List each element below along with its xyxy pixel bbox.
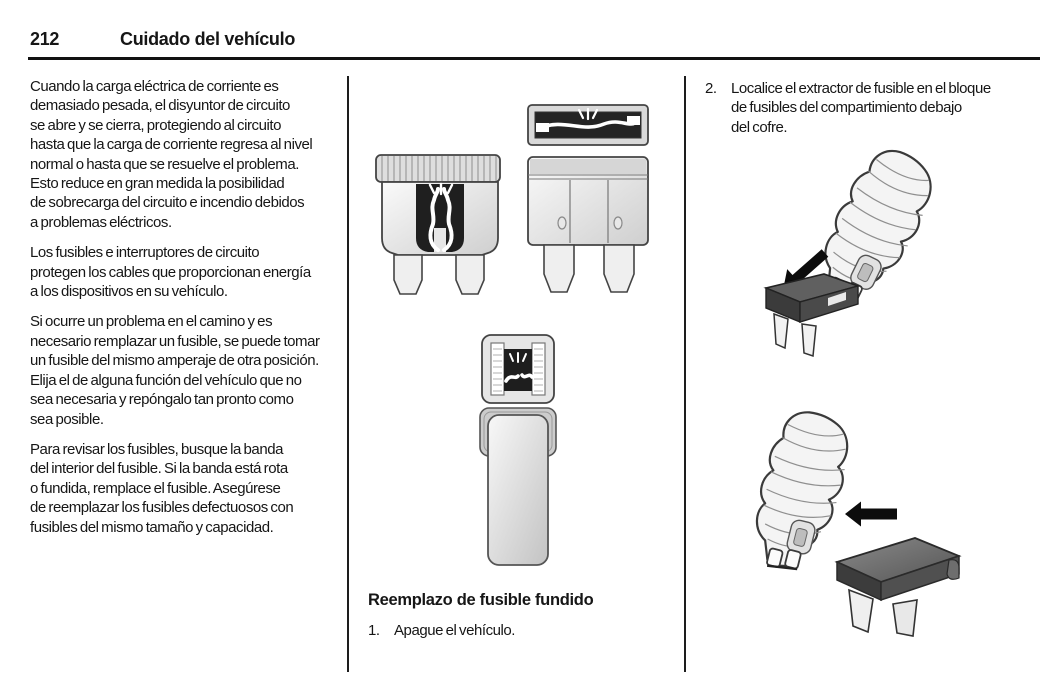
paragraph-check-band: Para revisar los fusibles, busque la ban…: [30, 440, 294, 536]
arrow-left-icon: [845, 501, 897, 527]
column-divider-right: [684, 76, 686, 672]
step-text: Apague el vehículo.: [394, 622, 516, 639]
step-number: 1.: [368, 622, 380, 639]
fuse-puller-icon: [742, 403, 859, 580]
column-divider-left: [347, 76, 349, 672]
blade-fuse-figure: [372, 92, 657, 304]
step-text: Localice el extractor de fusible en el b…: [731, 80, 991, 136]
left-column: Cuando la carga eléctrica de corriente e…: [30, 77, 342, 548]
chapter-title: Cuidado del vehículo: [120, 29, 296, 49]
ato-fuse-front-view-icon: [527, 156, 649, 293]
mini-fuse-dark-icon: [763, 273, 861, 358]
fuse-puller-mini-figure: [758, 132, 973, 387]
mini-maxi-fuse-illustration: [479, 334, 557, 566]
fuse-puller-standard-illustration: [742, 403, 962, 637]
fuse-puller-mini-illustration: [763, 138, 946, 358]
step-number: 2.: [705, 80, 717, 97]
step-item-2: 2. Localice el extractor de fusible en e…: [705, 79, 1040, 137]
paragraph-circuit-breaker: Cuando la carga eléctrica de corriente e…: [30, 78, 313, 231]
header-rule: [28, 57, 1040, 60]
fuse-puller-standard-figure: [735, 398, 965, 653]
page-number: 212: [30, 29, 60, 49]
ato-fuse-side-view-icon: [375, 154, 501, 295]
step-item-1: 1. Apague el vehículo.: [368, 621, 668, 640]
paragraph-roadside-replacement: Si ocurre un problema en el camino y es …: [30, 313, 320, 428]
ato-fuse-top-view-icon: [527, 104, 649, 146]
section-heading: Reemplazo de fusible fundido: [368, 591, 594, 609]
blade-fuse-illustration: [375, 104, 649, 295]
arrow-down-left-icon: [783, 249, 829, 290]
mini-fuse-top-view-icon: [481, 334, 555, 404]
mini-maxi-fuse-figure: [468, 331, 568, 571]
paragraph-fuses-protect: Los fusibles e interruptores de circuito…: [30, 244, 311, 301]
standard-fuse-dark-icon: [834, 537, 962, 637]
maxi-fuse-body-icon: [479, 407, 557, 566]
